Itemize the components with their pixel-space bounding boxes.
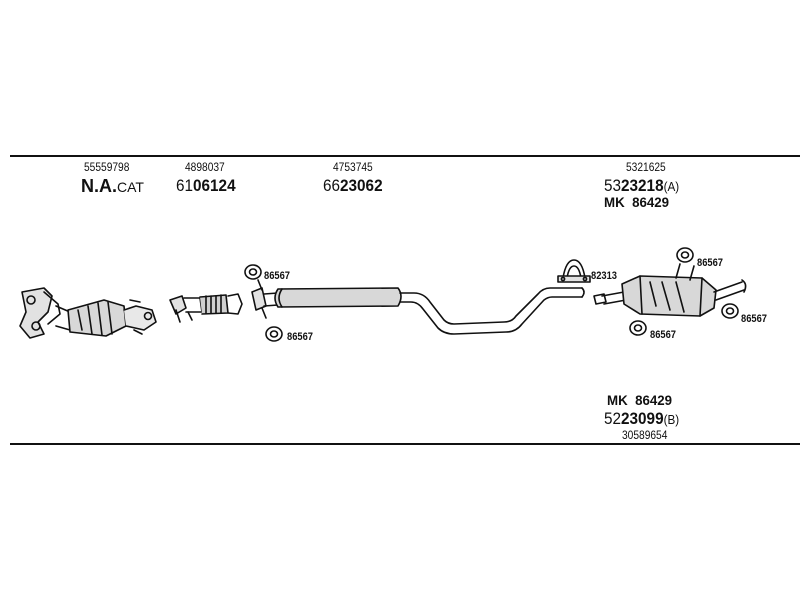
hanger-front-lower-number: 86567 (287, 331, 314, 343)
top-rule (10, 155, 800, 157)
middle-silencer-oem-number: 4753745 (333, 160, 373, 174)
hanger-front-upper (244, 264, 262, 280)
u-clamp (557, 259, 591, 283)
middle-silencer (251, 279, 585, 335)
front-pipe-main: 06124 (193, 176, 236, 195)
hanger-rear-right-number: 86567 (741, 313, 768, 325)
hanger-rear-top (676, 247, 694, 263)
catalyst-code: N.A. (81, 176, 117, 196)
front-pipe (169, 293, 243, 323)
catalytic-converter (19, 287, 157, 339)
rear-silencer (593, 263, 747, 317)
hanger-rear-lower (629, 320, 647, 336)
hanger-rear-right (721, 303, 739, 319)
rear-silencer-b-kit: MK 86429 (607, 392, 673, 408)
hanger-rear-top-number: 86567 (697, 257, 724, 269)
rear-silencer-b-part-number: 5223099(B) (604, 410, 679, 427)
rear-silencer-a-oem-number: 5321625 (626, 160, 666, 174)
rear-silencer-b-main: 23099 (621, 409, 664, 428)
rear-silencer-b-suffix: (B) (663, 412, 680, 427)
rear-silencer-a-part-number: 5323218(A) (604, 177, 679, 194)
front-pipe-prefix: 61 (176, 176, 194, 195)
front-pipe-part-number: 6106124 (176, 177, 236, 194)
middle-silencer-main: 23062 (340, 176, 383, 195)
front-pipe-oem-number: 4898037 (185, 160, 225, 174)
hanger-rear-lower-number: 86567 (650, 329, 677, 341)
middle-silencer-part-number: 6623062 (323, 177, 383, 194)
catalyst-part-code: N.A.CAT (81, 177, 144, 195)
clamp-rear-number: 82313 (591, 270, 618, 282)
rear-silencer-b-oem-number: 30589654 (622, 428, 668, 442)
hanger-front-upper-number: 86567 (264, 270, 291, 282)
rear-silencer-a-suffix: (A) (663, 179, 680, 194)
rear-silencer-a-kit: MK 86429 (604, 194, 670, 210)
middle-silencer-prefix: 66 (323, 176, 341, 195)
catalyst-oem-number: 55559798 (84, 160, 130, 174)
hanger-front-lower (265, 326, 283, 342)
catalyst-code-suffix: CAT (117, 179, 144, 195)
rear-silencer-b-prefix: 52 (604, 409, 622, 428)
bottom-rule (10, 443, 800, 445)
rear-silencer-a-main: 23218 (621, 176, 664, 195)
rear-silencer-a-prefix: 53 (604, 176, 622, 195)
